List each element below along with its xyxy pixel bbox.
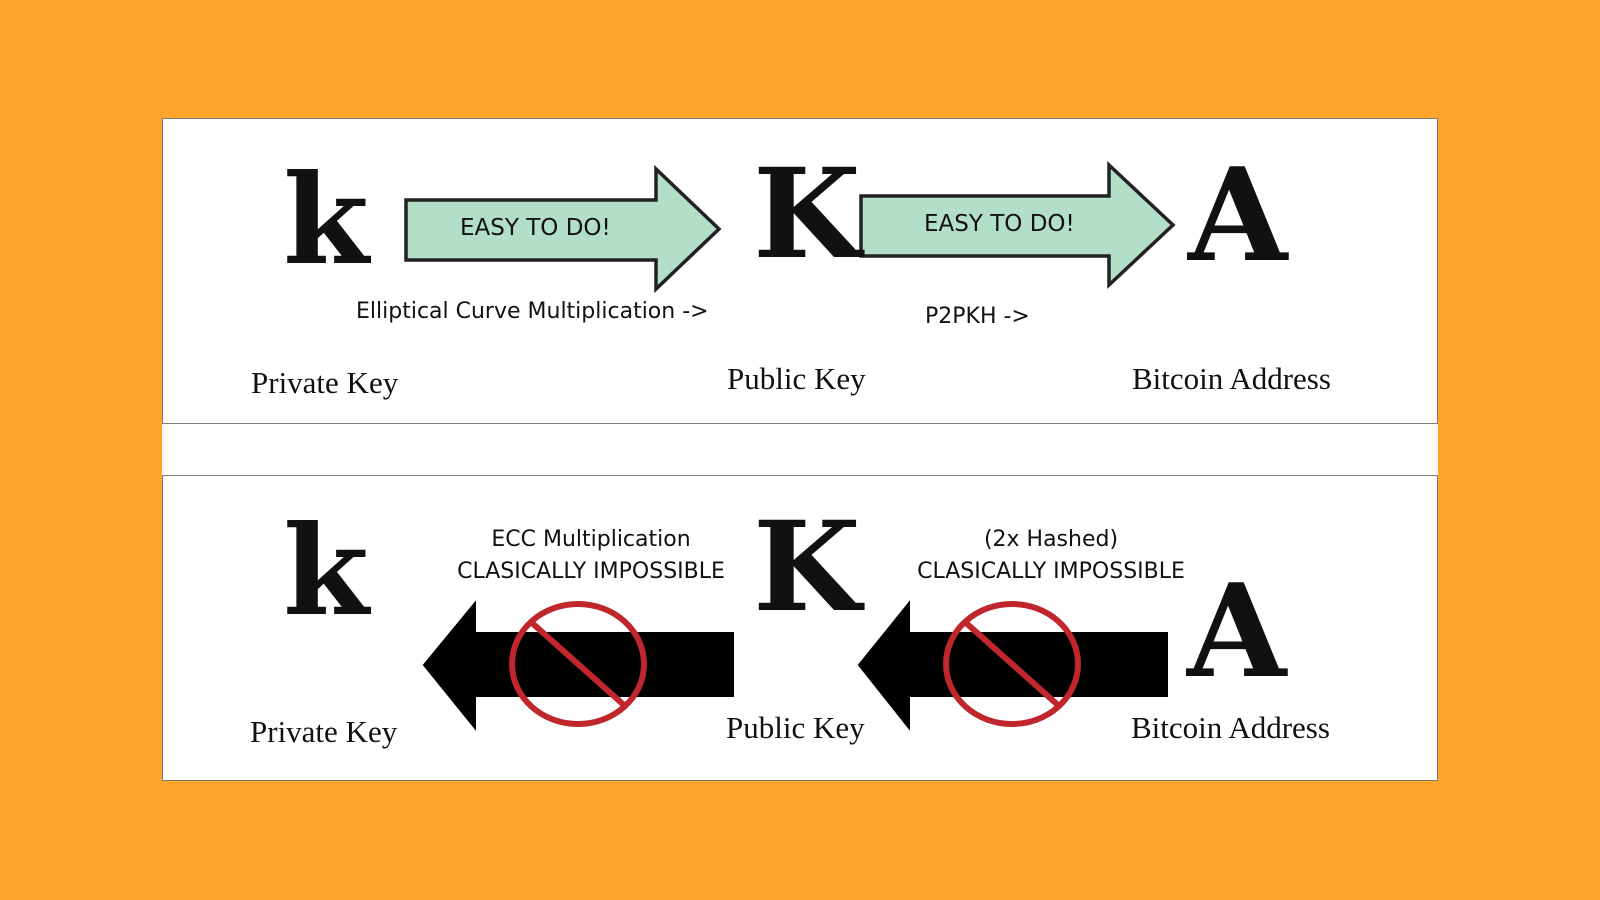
reverse-arrows — [422, 600, 1168, 731]
caption-hashed-line2: CLASICALLY IMPOSSIBLE — [917, 559, 1185, 584]
caption-ecc-line1: ECC Multiplication — [491, 527, 691, 552]
caption-p2pkh: P2PKH -> — [925, 304, 1030, 329]
panel-gap — [162, 424, 1438, 475]
forward-arrow-1 — [404, 164, 722, 294]
label-private-key: Private Key — [251, 365, 399, 400]
easy-direction-panel: k K A EASY TO DO! EASY TO DO! Elliptical… — [162, 118, 1438, 424]
private-key-letter: k — [283, 499, 369, 644]
private-key-letter: k — [283, 148, 369, 293]
label-public-key: Public Key — [727, 361, 866, 396]
label-private-key: Private Key — [250, 714, 398, 749]
forward-arrows — [404, 160, 1176, 294]
prohibit-icon-2 — [943, 601, 1081, 727]
bitcoin-address-letter: A — [1188, 141, 1288, 291]
label-bitcoin-address: Bitcoin Address — [1131, 710, 1330, 745]
label-bitcoin-address: Bitcoin Address — [1132, 361, 1331, 396]
caption-ecc-line2: CLASICALLY IMPOSSIBLE — [457, 559, 725, 584]
impossible-direction-panel: k K A ECC Multiplication CLASICALLY IMPO… — [162, 475, 1438, 781]
caption-ecc-multiplication: ECC Multiplication CLASICALLY IMPOSSIBLE — [441, 524, 741, 588]
caption-hashed-line1: (2x Hashed) — [983, 527, 1119, 552]
bitcoin-address-letter: A — [1187, 557, 1287, 707]
forward-arrow-2 — [859, 160, 1176, 290]
caption-elliptical-curve: Elliptical Curve Multiplication -> — [356, 299, 709, 324]
public-key-letter: K — [753, 142, 861, 287]
arrow-1-text: EASY TO DO! — [460, 215, 611, 241]
arrow-2-text: EASY TO DO! — [924, 211, 1075, 237]
prohibit-icon-1 — [509, 601, 647, 727]
public-key-letter: K — [753, 495, 861, 640]
caption-2x-hashed: (2x Hashed) CLASICALLY IMPOSSIBLE — [901, 524, 1201, 588]
label-public-key: Public Key — [726, 710, 865, 745]
